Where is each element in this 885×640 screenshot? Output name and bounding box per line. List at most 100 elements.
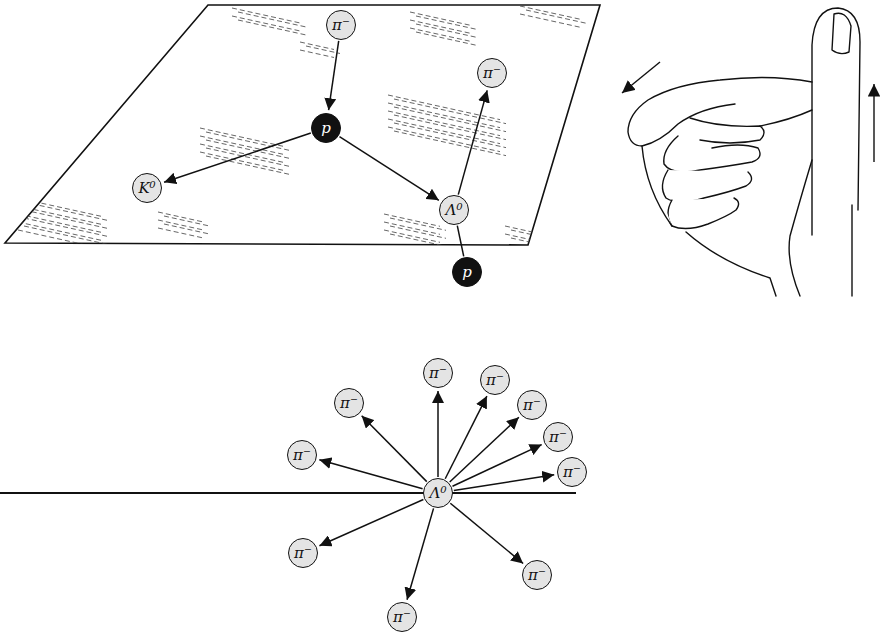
particle-symbol: Λ⁰ <box>430 486 447 501</box>
particle-circle: π⁻ <box>334 388 364 418</box>
particle-symbol: π⁻ <box>393 610 411 625</box>
particle-circle: Λ⁰ <box>423 478 453 508</box>
hatch-stroke <box>388 111 500 136</box>
particle-circle: K⁰ <box>132 173 162 203</box>
particle-symbol: p <box>462 265 472 280</box>
particle-circle: π⁻ <box>477 58 507 88</box>
particle-symbol: π⁻ <box>563 465 581 480</box>
particle-circle: π⁻ <box>543 422 573 452</box>
particle-symbol: π⁻ <box>483 66 501 81</box>
particle-symbol: π⁻ <box>549 430 567 445</box>
particle-symbol: p <box>321 121 331 136</box>
plane <box>5 5 600 245</box>
particle-circle: p <box>311 113 341 143</box>
track-arrow <box>407 508 434 599</box>
hatch-stroke <box>416 16 478 30</box>
track-arrow <box>319 460 422 489</box>
hatch-stroke <box>158 212 202 222</box>
hatch-stroke <box>384 214 440 226</box>
hatch-stroke <box>200 128 284 146</box>
particle-circle: π⁻ <box>326 10 356 40</box>
particle-symbol: π⁻ <box>294 546 312 561</box>
hatch-stroke <box>520 14 580 27</box>
hatch-stroke <box>300 50 334 57</box>
track-arrow <box>452 445 541 487</box>
particle-circle: π⁻ <box>288 538 318 568</box>
hatch-stroke <box>238 20 308 35</box>
particle-symbol: π⁻ <box>340 396 358 411</box>
particle-circle: π⁻ <box>517 390 547 420</box>
hatch-stroke <box>526 10 586 23</box>
hatch-stroke <box>18 198 102 216</box>
hatch-stroke <box>394 99 506 124</box>
right-hand <box>628 8 860 296</box>
particle-symbol: π⁻ <box>429 366 447 381</box>
plane-edge-line <box>0 492 576 494</box>
hatch-stroke <box>200 136 284 154</box>
direction-arrow <box>622 62 660 93</box>
track-arrow <box>164 133 311 182</box>
particle-symbol: π⁻ <box>523 398 541 413</box>
particle-symbol: π⁻ <box>486 373 504 388</box>
hatch-stroke <box>18 230 102 248</box>
hatch-stroke <box>416 32 478 46</box>
hatching <box>18 6 586 249</box>
hatch-stroke <box>394 131 506 156</box>
hatch-stroke <box>200 152 284 170</box>
hatch-stroke <box>18 222 102 240</box>
track-arrow <box>454 475 554 491</box>
hatch-stroke <box>158 228 202 238</box>
hatch-stroke <box>158 220 202 230</box>
track-arrow <box>362 416 427 482</box>
particle-circle: π⁻ <box>522 560 552 590</box>
direction-arrow <box>873 84 874 162</box>
hatch-stroke <box>394 123 506 148</box>
track-arrow <box>450 503 523 563</box>
track-arrow <box>319 499 423 545</box>
hatch-stroke <box>394 115 506 140</box>
particle-symbol: Λ⁰ <box>446 203 463 218</box>
hatch-stroke <box>206 156 290 174</box>
hatch-stroke <box>505 234 553 245</box>
hatch-stroke <box>394 107 506 132</box>
hatch-stroke <box>18 214 102 232</box>
particle-symbol: π⁻ <box>293 448 311 463</box>
track-arrow <box>450 417 519 482</box>
particle-symbol: π⁻ <box>332 18 350 33</box>
hatch-stroke <box>232 16 302 31</box>
particle-circle: p <box>452 257 482 287</box>
particle-circle: π⁻ <box>423 358 453 388</box>
particle-symbol: K⁰ <box>138 181 155 196</box>
hatch-stroke <box>390 234 446 246</box>
hatch-stroke <box>416 24 478 38</box>
hatch-stroke <box>18 206 102 224</box>
particle-circle: π⁻ <box>387 602 417 632</box>
hatch-stroke <box>388 119 500 144</box>
particle-circle: π⁻ <box>287 440 317 470</box>
hatch-stroke <box>390 218 446 230</box>
hatch-stroke <box>390 226 446 238</box>
track-arrow <box>437 391 439 477</box>
track-arrow <box>458 90 487 194</box>
particle-symbol: π⁻ <box>528 568 546 583</box>
track-arrow <box>329 41 339 110</box>
particle-circle: π⁻ <box>557 457 587 487</box>
hatch-stroke <box>410 20 472 34</box>
hatch-stroke <box>164 224 208 234</box>
hatch-stroke <box>24 226 108 244</box>
hatch-stroke <box>505 226 553 237</box>
hatch-stroke <box>511 230 559 241</box>
hatch-stroke <box>384 222 440 234</box>
track-arrow <box>457 226 463 257</box>
hatch-stroke <box>410 28 472 42</box>
hatch-stroke <box>384 230 440 242</box>
hatch-stroke <box>511 238 559 249</box>
hatch-stroke <box>520 6 580 19</box>
hatch-stroke <box>164 216 208 226</box>
particle-circle: π⁻ <box>480 365 510 395</box>
hatch-stroke <box>388 127 500 152</box>
track-arrow <box>339 137 438 201</box>
